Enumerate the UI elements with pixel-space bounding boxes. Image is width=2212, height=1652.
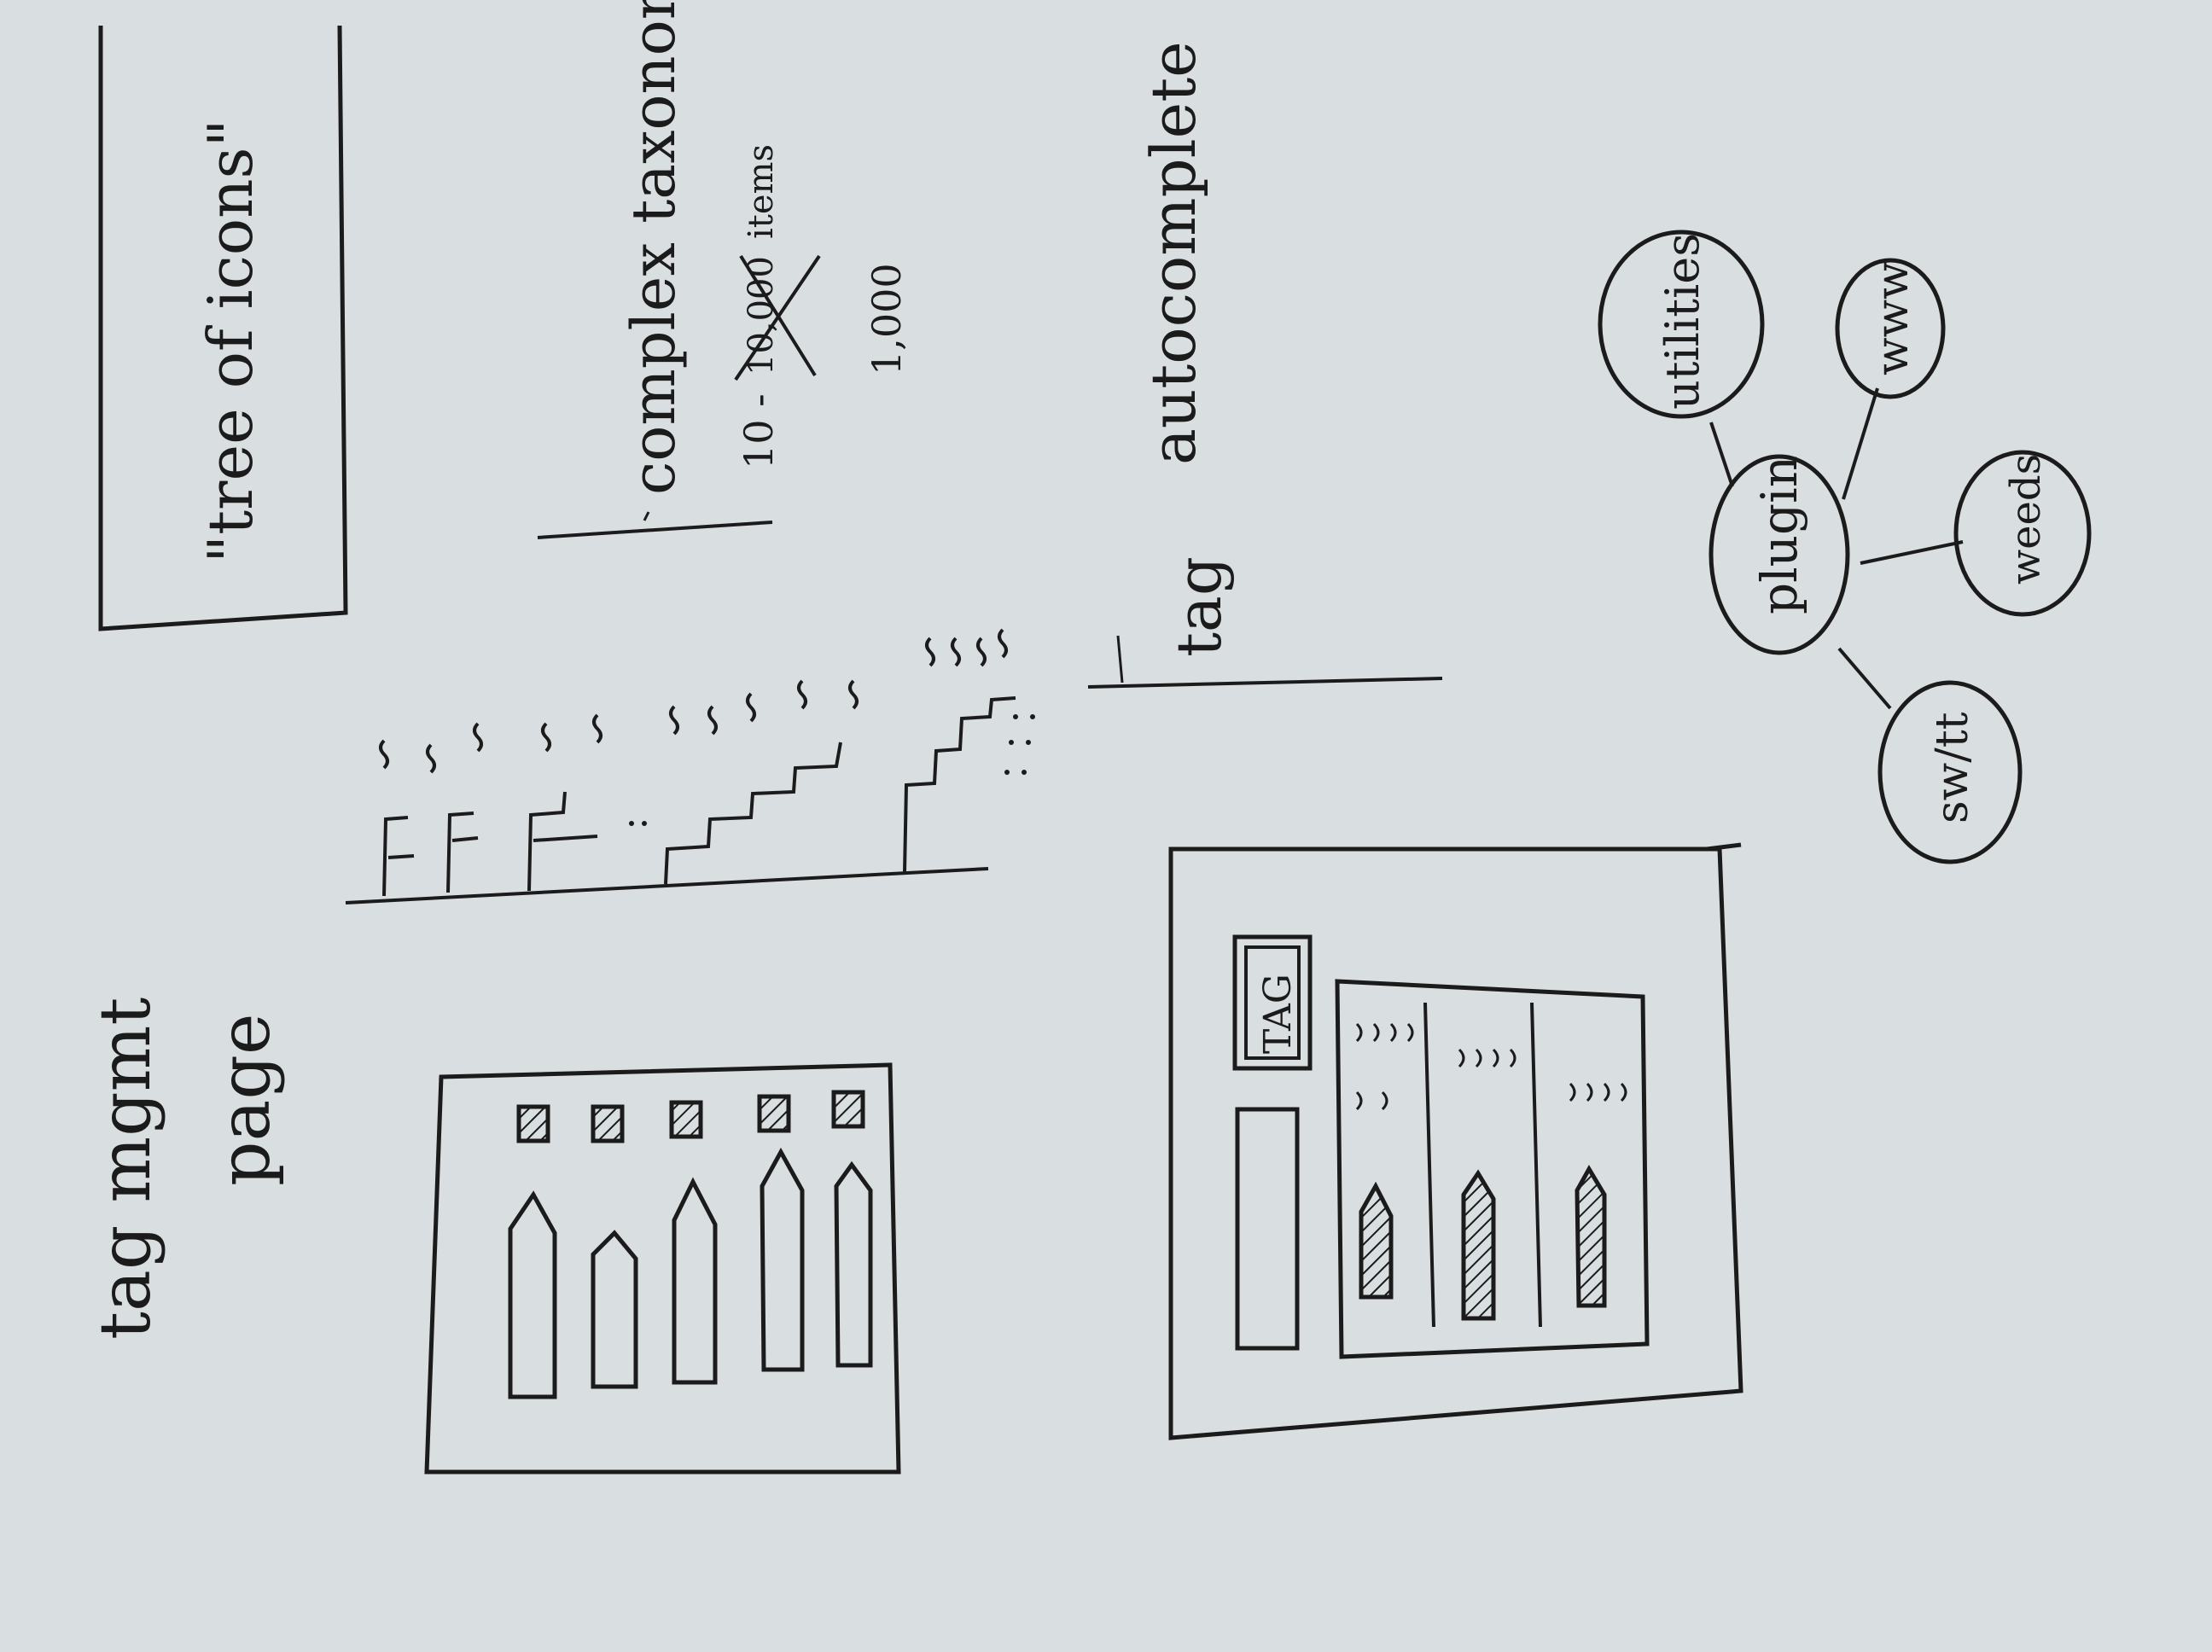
- complex-taxonomy-note: complex taxonomy 10 - 10,000 items 1,000: [537, 0, 910, 539]
- bubble-top: [1598, 230, 1765, 419]
- plugin-bubble-diagram: plugin utilities www weeds sw/tt: [1598, 230, 2092, 864]
- icon-bar-1: [508, 1104, 557, 1399]
- icon-bar-2: [591, 1104, 638, 1389]
- icon-bar-4: [757, 1094, 805, 1372]
- bubble-right-label: weeds: [2002, 454, 2050, 585]
- bubble-top-label: utilities: [1656, 233, 1709, 410]
- bubble-right-top-label: www: [1867, 261, 1918, 375]
- bubble-bottom: [1877, 680, 2023, 864]
- tag-button-sketch: [1232, 934, 1313, 1071]
- complex-taxonomy-label: complex taxonomy: [619, 0, 689, 495]
- bubble-right: [1953, 450, 2092, 617]
- bubble-connectors: [1709, 387, 1964, 710]
- tag-result-2: [1458, 1048, 1516, 1321]
- range-items: items: [742, 144, 781, 239]
- bubble-right-top: [1835, 258, 1946, 399]
- tag-result-3: [1569, 1082, 1627, 1308]
- autocomplete-label: autocomplete: [1138, 41, 1209, 465]
- tag-mgmt-heading: tag mgmt page: [85, 998, 286, 1340]
- range-low: 10 -: [736, 393, 782, 469]
- bubble-bottom-label: sw/tt: [1927, 712, 1978, 823]
- tree-of-icons-box: "tree of icons": [98, 25, 348, 631]
- tag-results-list: [1335, 979, 1650, 1359]
- page-word: page: [205, 1014, 286, 1186]
- tree-ellipsis-dots: [629, 714, 1035, 826]
- strike-through: [734, 254, 821, 381]
- bubble-center-label: plugin: [1750, 456, 1808, 614]
- tag-result-1: [1355, 1022, 1414, 1300]
- tag-label: tag: [1163, 556, 1235, 657]
- tag-button-label: TAG: [1256, 974, 1300, 1054]
- icon-bar-5: [831, 1090, 873, 1368]
- tag-ui-frame: [1168, 846, 1743, 1440]
- icon-bar-3: [669, 1100, 718, 1385]
- one-thousand: 1,000: [864, 263, 910, 375]
- tag-autocomplete-note: tag autocomplete: [1087, 41, 1443, 689]
- taxonomy-tree-sketch: [345, 628, 1016, 905]
- icon-bars-frame: [424, 1062, 901, 1475]
- tag-input-sketch: [1235, 1107, 1300, 1351]
- tag-mgmt-title: tag mgmt: [85, 998, 166, 1340]
- tree-of-icons-label: "tree of icons": [195, 119, 266, 563]
- range-struck-value: 10,000: [742, 256, 781, 375]
- icon-bars-panel: [424, 1062, 901, 1475]
- bubble-center: [1708, 454, 1850, 655]
- tag-ui-panel: TAG: [1168, 842, 1743, 1440]
